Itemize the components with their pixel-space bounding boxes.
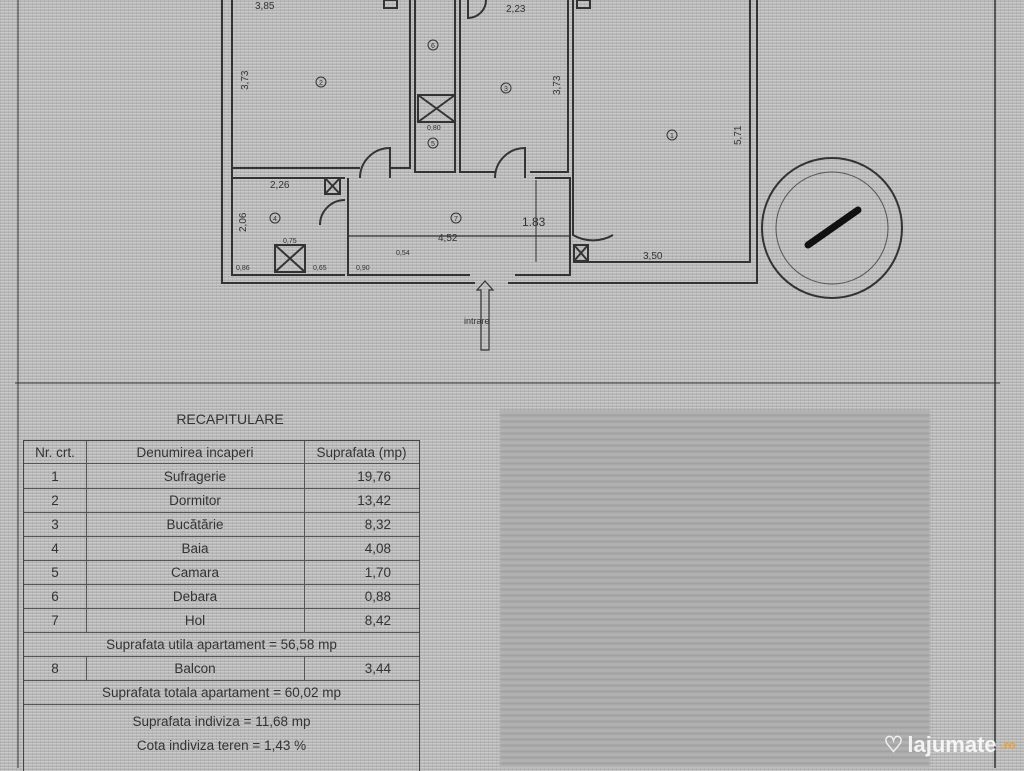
dim-label: 1.83 [522, 215, 546, 229]
room-number: 1 [670, 133, 674, 140]
useful-total: Suprafata utila apartament = 56,58 mp [106, 636, 337, 652]
entrance-label: intrare [464, 316, 490, 326]
dim-label: 0,90 [356, 265, 370, 272]
dim-label: 0,86 [236, 265, 250, 272]
dim-label: 0,80 [427, 125, 441, 132]
room-number: 3 [504, 86, 508, 93]
recap-title: RECAPITULARE [176, 411, 284, 427]
cell-nr: 4 [24, 536, 87, 560]
pixelated-region [500, 410, 930, 768]
cell-area: 8,42 [364, 612, 391, 628]
cell-nr: 1 [24, 464, 87, 488]
dim-label: 2,23 [506, 4, 526, 15]
cell-name: Hol [86, 608, 305, 632]
cell-nr: 6 [24, 584, 87, 608]
dim-label: 2,26 [270, 180, 290, 191]
room-number: 4 [273, 216, 277, 223]
dim-label: 3,85 [255, 1, 275, 12]
dim-label: 0,54 [396, 250, 410, 257]
cell-area: 19,76 [357, 468, 391, 484]
dim-label: 4,52 [438, 233, 458, 244]
dim-label: 5,71 [733, 125, 744, 145]
cota-note: Cota indiviza teren = 1,43 % [136, 738, 307, 753]
cell-nr: 2 [24, 488, 87, 512]
cell-name: Balcon [86, 656, 305, 680]
dim-label: 0,75 [283, 238, 297, 245]
header-name: Denumirea incaperi [86, 441, 305, 463]
grand-total-row: Suprafata totala apartament = 60,02 mp [24, 680, 419, 705]
cell-name: Dormitor [86, 488, 305, 512]
heart-logo-icon: ♡ [883, 732, 904, 757]
grand-total: Suprafata totala apartament = 60,02 mp [101, 684, 342, 700]
room-number: 2 [319, 80, 323, 87]
watermark-brand: lajumate [907, 732, 997, 757]
cell-nr: 3 [24, 512, 87, 536]
cell-name: Bucătărie [86, 512, 305, 536]
dim-label: 3,73 [240, 70, 251, 90]
cell-name: Sufragerie [86, 464, 305, 488]
table-header: Nr. crt. Denumirea incaperi Suprafata (m… [24, 441, 419, 464]
cell-area: 13,42 [357, 492, 391, 508]
useful-total-row: Suprafata utila apartament = 56,58 mp [24, 632, 419, 657]
watermark: ♡ lajumate.ro [884, 732, 1016, 758]
dim-label: 2,06 [238, 212, 249, 232]
dim-label: 3,50 [643, 251, 663, 262]
recap-table: Nr. crt. Denumirea incaperi Suprafata (m… [23, 440, 420, 771]
dim-label: 3,73 [552, 75, 563, 95]
cell-area: 8,32 [364, 516, 391, 532]
indiviza-note: Suprafata indiviza = 11,68 mp [132, 714, 311, 729]
watermark-tld: .ro [1000, 738, 1016, 752]
official-stamp [761, 157, 903, 299]
room-number: 6 [431, 43, 435, 50]
room-number: 5 [431, 141, 435, 148]
cell-area: 3,44 [364, 660, 391, 676]
header-area: Suprafata (mp) [316, 444, 407, 460]
header-nr: Nr. crt. [24, 441, 87, 463]
cell-area: 0,88 [364, 588, 391, 604]
cell-nr: 7 [24, 608, 87, 632]
cell-area: 1,70 [364, 564, 391, 580]
cell-name: Baia [86, 536, 305, 560]
dim-label: 0,65 [313, 265, 327, 272]
cell-area: 4,08 [364, 540, 391, 556]
cell-nr: 5 [24, 560, 87, 584]
cell-nr: 8 [24, 656, 87, 680]
room-number: 7 [454, 216, 458, 223]
cell-name: Debara [86, 584, 305, 608]
cell-name: Camara [86, 560, 305, 584]
